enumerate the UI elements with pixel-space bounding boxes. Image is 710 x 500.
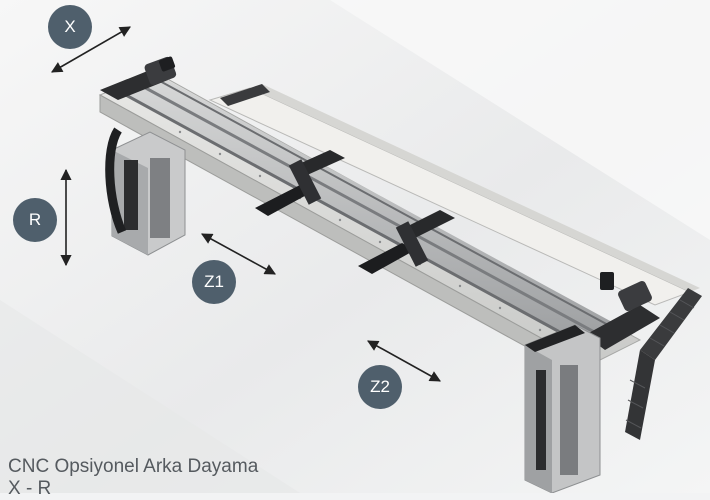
finger-stop-right — [358, 210, 455, 274]
rear-frame — [208, 84, 700, 306]
finger-stop-left — [255, 150, 345, 216]
background-light-facet — [330, 0, 710, 240]
x-axis-badge: X — [48, 5, 92, 49]
z1-axis-arrow — [201, 233, 276, 275]
z2-axis-badge: Z2 — [358, 365, 402, 409]
r-axis-badge: R — [13, 198, 57, 242]
x-axis-arrow — [51, 26, 131, 73]
left-motor-block — [100, 56, 177, 100]
right-support-column — [524, 324, 601, 493]
right-motor-block — [585, 272, 660, 350]
main-beam — [98, 71, 642, 383]
right-cable-chain — [625, 288, 702, 440]
z2-axis-arrow — [367, 340, 441, 382]
caption-title: CNC Opsiyonel Arka Dayama — [8, 456, 259, 477]
z1-axis-badge: Z1 — [192, 260, 236, 304]
background-shadow-facet — [0, 300, 300, 493]
left-r-axis-column — [105, 127, 186, 256]
caption-subtitle: X - R — [8, 478, 52, 499]
